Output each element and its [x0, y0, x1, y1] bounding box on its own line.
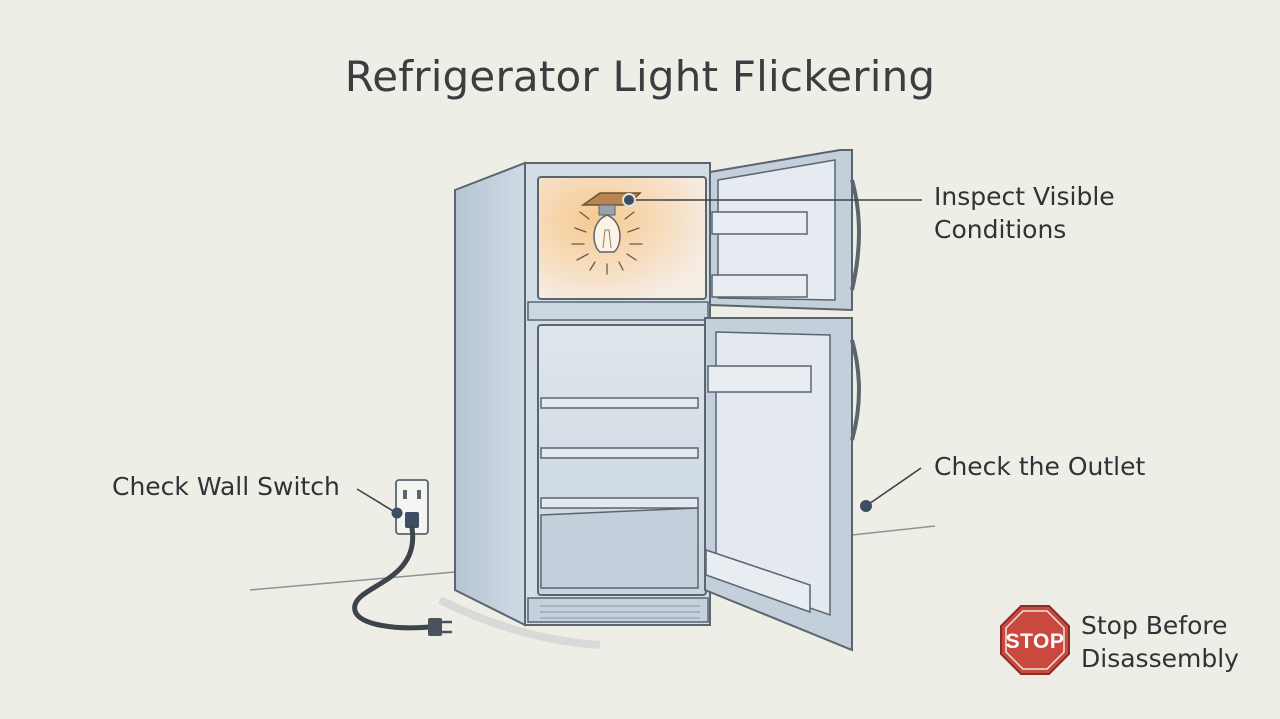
freezer-door: [709, 149, 861, 312]
callout-inspect-line1: Inspect Visible: [934, 182, 1115, 211]
callout-wall-switch-label: Check Wall Switch: [112, 472, 340, 501]
light-bulb-icon: [571, 192, 643, 275]
stop-sign-icon: STOP: [1000, 605, 1070, 675]
stop-sign-text: STOP: [1006, 630, 1065, 653]
callout-outlet-label: Check the Outlet: [934, 452, 1146, 481]
wall-outlet-icon: [395, 479, 429, 535]
callout-check-wall-switch: Check Wall Switch: [112, 470, 340, 503]
callout-inspect-line2: Conditions: [934, 215, 1067, 244]
callout-lines: [356, 193, 922, 519]
callout-stop-line2: Disassembly: [1081, 644, 1239, 673]
page-title: Refrigerator Light Flickering: [344, 52, 936, 101]
fridge-door: [704, 317, 861, 652]
callout-inspect-visible-conditions: Inspect Visible Conditions: [934, 180, 1115, 246]
callout-stop-before-disassembly: Stop Before Disassembly: [1081, 609, 1239, 675]
fridge-body: [454, 161, 711, 627]
floor-lines: [249, 525, 936, 649]
callout-check-outlet: Check the Outlet: [934, 450, 1145, 483]
callout-stop-line1: Stop Before: [1081, 611, 1228, 640]
power-cord-icon: [352, 525, 452, 636]
